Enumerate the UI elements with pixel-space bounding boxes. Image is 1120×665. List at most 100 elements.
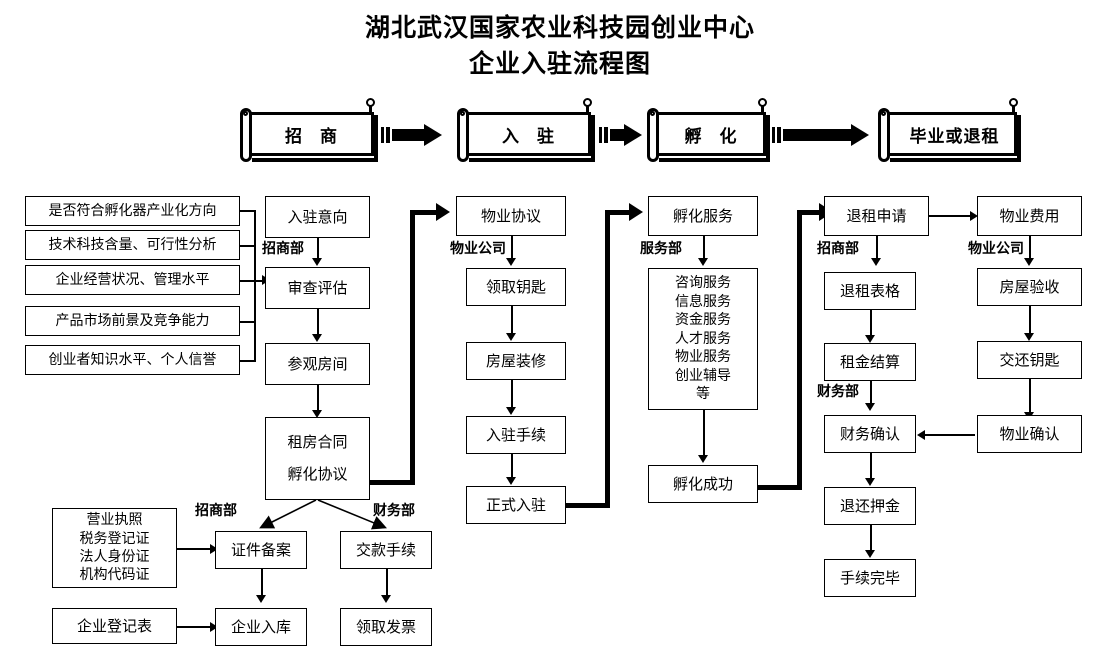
banner-shadow-bottom [659, 158, 770, 162]
stage-banner-movein: 入 驻 [455, 98, 595, 164]
criteria-link-5 [240, 360, 255, 362]
conn-v-b2 [386, 569, 388, 597]
stage-arrow-2 [599, 124, 643, 146]
dept-label-recruit-bottom: 招商部 [195, 503, 237, 519]
stage-banner-incubate: 孵 化 [645, 98, 770, 164]
step-box-wuye-feiyong: 物业费用 [977, 196, 1082, 236]
scroll-hook-ring-icon [1009, 98, 1018, 107]
arrow-down-e2 [865, 335, 875, 343]
banner-body: 入 驻 [465, 112, 591, 156]
step-box-wuye-queren: 物业确认 [977, 415, 1082, 453]
step-box-cangguan: 参观房间 [265, 343, 370, 385]
banner-shadow-bottom [252, 158, 378, 162]
conn-v-m2 [511, 306, 513, 336]
step-box-yixiang: 入驻意向 [265, 196, 370, 238]
arrow-down-m3 [506, 407, 516, 415]
arrow-right-docs-1 [210, 544, 218, 554]
step-box-lingqu-fapiao: 领取发票 [340, 608, 432, 646]
arrow-down-b2 [381, 595, 391, 603]
conn-h-exit-to-property [929, 215, 972, 217]
conn-v-r2 [317, 309, 319, 337]
conn-v-m1 [511, 236, 513, 260]
criteria-link-2 [240, 245, 255, 247]
conn-h-docs-1 [177, 548, 212, 550]
step-box-jiaohuan-yaoshi: 交还钥匙 [977, 341, 1082, 379]
step-box-zhengjian-beian: 证件备案 [215, 531, 307, 569]
conn-v-p2 [1029, 306, 1031, 336]
arrow-left-to-caiwu-queren [917, 430, 925, 440]
step-box-fangwu-zhuangxiu: 房屋装修 [466, 342, 566, 380]
thick-conn-h-2 [410, 210, 438, 215]
stage-arrow-1 [381, 124, 447, 146]
conn-v-i2 [703, 410, 705, 458]
step-box-caiwu-queren: 财务确认 [824, 415, 916, 453]
stage-label: 孵 化 [684, 126, 743, 147]
stage-banner-recruit: 招 商 [238, 98, 378, 164]
scroll-knob-icon [650, 111, 655, 116]
scroll-hook-icon [1012, 100, 1015, 114]
thick-conn-v-2 [605, 210, 610, 508]
scroll-hook-ring-icon [583, 98, 592, 107]
arrow-down-i1 [698, 258, 708, 266]
stage-label: 毕业或退租 [909, 126, 1000, 147]
step-box-tuizu-shenqing: 退租申请 [824, 196, 929, 236]
step-box-zujin-jiesuan: 租金结算 [824, 343, 916, 381]
step-box-ruzhu-shouxu: 入驻手续 [466, 416, 566, 454]
criteria-box-4: 产品市场前景及竞争能力 [25, 306, 240, 336]
arrow-right-to-wuye-feiyong [970, 211, 978, 221]
banner-body: 招 商 [248, 112, 374, 156]
banner-shadow-right [766, 115, 770, 162]
scroll-knob-icon [243, 111, 248, 116]
conn-h-property-to-finance [925, 434, 975, 436]
arrow-down-r3 [312, 410, 322, 418]
arrow-down-e4 [865, 478, 875, 486]
page-title-line2: 企业入驻流程图 [468, 49, 651, 78]
step-box-shouxu-wanbi: 手续完毕 [824, 559, 916, 597]
thick-conn-h-5 [758, 485, 802, 490]
conn-v-e1 [876, 236, 878, 260]
thick-conn-v-3 [797, 210, 802, 490]
criteria-box-3: 企业经营状况、管理水平 [25, 265, 240, 295]
conn-v-e4 [870, 453, 872, 481]
scroll-roll-icon [878, 108, 890, 162]
criteria-link-4 [240, 321, 255, 323]
dept-label-finance-bottom: 财务部 [373, 503, 415, 519]
arrow-down-p1 [1024, 258, 1034, 266]
banner-shadow-bottom [890, 158, 1021, 162]
conn-v-e3 [870, 381, 872, 405]
arrow-down-i2 [698, 455, 708, 463]
stage-banner-graduate: 毕业或退租 [876, 98, 1021, 164]
thick-conn-h-4 [605, 210, 631, 215]
conn-v-r3 [317, 385, 319, 413]
thick-arrow-to-wuye [436, 203, 450, 221]
criteria-box-1: 是否符合孵化器产业化方向 [25, 196, 240, 226]
step-box-qiye-ruku: 企业入库 [215, 608, 307, 646]
step-box-jiaokuan-shouxu: 交款手续 [340, 531, 432, 569]
docs-box-registration-form: 企业登记表 [52, 608, 177, 644]
arrow-down-m2 [506, 333, 516, 341]
dept-label-recruit-exit: 招商部 [817, 241, 859, 257]
thick-conn-v-1 [410, 210, 415, 485]
scroll-knob-icon [460, 111, 465, 116]
criteria-box-5: 创业者知识水平、个人信誉 [25, 345, 240, 375]
scroll-hook-icon [586, 100, 589, 114]
stage-label: 招 商 [285, 126, 343, 147]
scroll-hook-icon [369, 100, 372, 114]
conn-v-r1 [317, 238, 319, 260]
conn-v-m3 [511, 380, 513, 410]
thick-conn-h-3 [566, 503, 610, 508]
banner-shadow-right [1017, 115, 1021, 162]
criteria-link-3 [240, 280, 262, 282]
step-box-tuizu-biaoge: 退租表格 [824, 272, 916, 310]
thick-arrow-to-fuhua [629, 203, 643, 221]
page-title-line1: 湖北武汉国家农业科技园创业中心 [364, 13, 755, 42]
arrow-down-b1 [256, 595, 266, 603]
dept-label-service: 服务部 [640, 241, 682, 257]
criteria-link-1 [240, 210, 255, 212]
scroll-roll-icon [457, 108, 469, 162]
conn-h-docs-2 [177, 626, 212, 628]
scroll-knob-icon [881, 111, 886, 116]
banner-shadow-right [591, 115, 595, 162]
dept-label-finance-exit: 财务部 [817, 384, 859, 400]
